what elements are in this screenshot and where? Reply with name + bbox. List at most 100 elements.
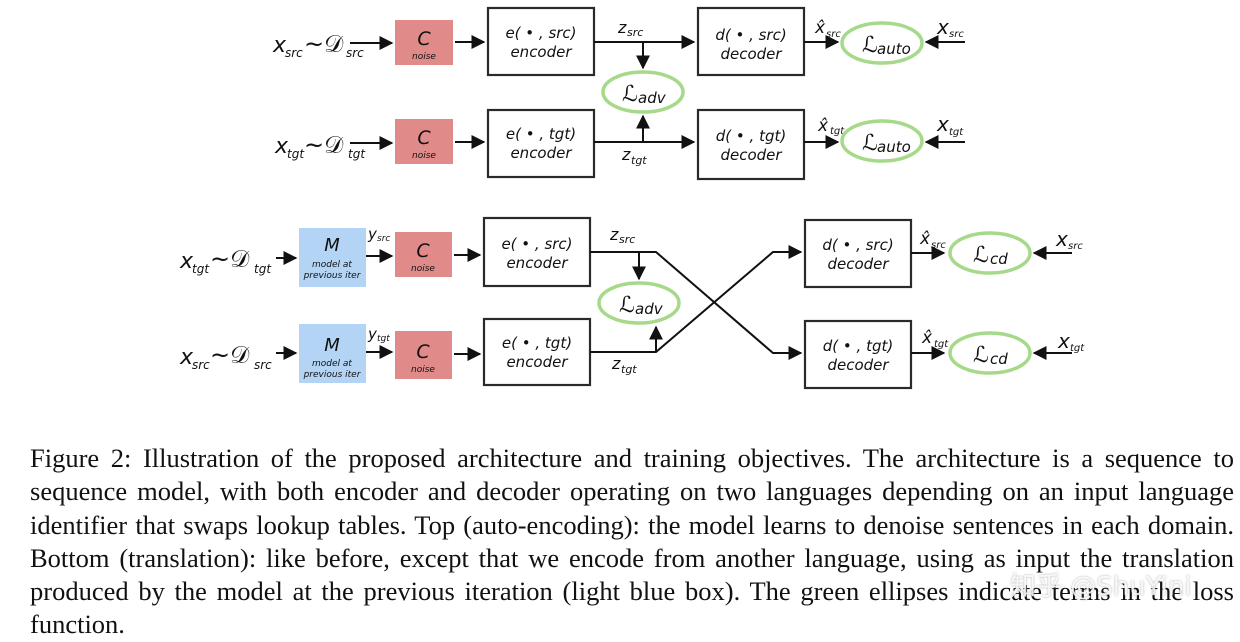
svg-text:encoder: encoder: [506, 254, 568, 272]
svg-text:encoder: encoder: [510, 144, 572, 162]
svg-text:y: y: [367, 325, 378, 343]
svg-text:x: x: [179, 249, 194, 274]
top-tgt-target-label: x tgt: [936, 112, 964, 138]
bottom-tgt-encoder-box: e( • , tgt) encoder: [482, 317, 592, 387]
svg-text:tgt: tgt: [830, 126, 845, 137]
svg-text:noise: noise: [412, 151, 436, 161]
bottom-tgt-noise-box: C noise: [395, 331, 452, 379]
svg-text:C: C: [417, 127, 431, 149]
svg-text:e( • , tgt): e( • , tgt): [506, 125, 576, 143]
bottom-src-input-label: x src ~𝒟 src: [179, 341, 272, 372]
svg-text:x̂: x̂: [814, 18, 826, 38]
top-tgt-decoder-box: d( • , tgt) decoder: [696, 108, 806, 181]
svg-text:tgt: tgt: [377, 334, 390, 344]
svg-text:x: x: [179, 345, 194, 370]
svg-text:cd: cd: [990, 350, 1008, 368]
svg-text:tgt: tgt: [949, 127, 964, 138]
svg-text:x: x: [274, 134, 289, 159]
svg-text:M: M: [324, 235, 340, 256]
svg-text:e( • , src): e( • , src): [501, 235, 572, 253]
svg-text:d( • , src): d( • , src): [715, 26, 786, 44]
svg-text:src: src: [377, 234, 390, 244]
svg-text:C: C: [417, 28, 431, 50]
bottom-tgt-model-box: M model at previous iter: [299, 228, 366, 287]
svg-text:~𝒟: ~𝒟: [304, 131, 344, 159]
bottom-cross-arrow-tgt-to-src-decoder: [590, 245, 803, 353]
bottom-z-tgt-label: z tgt: [611, 354, 637, 376]
svg-text:x: x: [1057, 329, 1070, 353]
bottom-src-loss-cd-ellipse: ℒ cd: [948, 231, 1032, 275]
svg-text:x: x: [936, 15, 949, 39]
svg-text:model at: model at: [312, 260, 352, 270]
watermark: 知乎 @ShuYini: [1010, 572, 1192, 602]
svg-text:tgt: tgt: [192, 262, 210, 276]
svg-text:d( • , src): d( • , src): [822, 236, 893, 254]
architecture-diagram: x src ~𝒟 src C noise e( • , src) encoder…: [179, 6, 1085, 390]
top-src-loss-auto-ellipse: ℒ auto: [840, 21, 924, 65]
svg-text:encoder: encoder: [506, 353, 568, 371]
svg-text:auto: auto: [877, 40, 911, 58]
svg-text:src: src: [346, 46, 364, 60]
svg-text:cd: cd: [990, 250, 1008, 268]
figure-caption: Figure 2: Illustration of the proposed a…: [30, 443, 1234, 640]
svg-text:z: z: [609, 225, 619, 244]
svg-text:src: src: [1068, 241, 1083, 252]
svg-text:M: M: [324, 335, 340, 356]
svg-text:d( • , tgt): d( • , tgt): [823, 337, 893, 355]
bottom-src-noise-box: C noise: [395, 232, 452, 277]
top-src-input-label: x src ~𝒟 src: [272, 30, 364, 60]
svg-text:decoder: decoder: [720, 146, 782, 164]
top-tgt-noise-box: C noise: [395, 119, 453, 164]
bottom-tgt-xhat-label: x̂ tgt: [921, 328, 949, 350]
top-tgt-input-label: x tgt ~𝒟 tgt: [274, 131, 366, 161]
top-z-tgt-label: z tgt: [621, 145, 647, 167]
svg-text:encoder: encoder: [510, 43, 572, 61]
svg-text:ℒ: ℒ: [862, 33, 878, 58]
svg-text:src: src: [627, 26, 643, 39]
svg-text:auto: auto: [877, 138, 911, 156]
svg-text:~𝒟: ~𝒟: [210, 341, 250, 369]
svg-text:e( • , src): e( • , src): [505, 24, 576, 42]
svg-text:decoder: decoder: [720, 45, 782, 63]
svg-text:z: z: [621, 145, 631, 164]
svg-text:adv: adv: [635, 300, 664, 318]
svg-text:noise: noise: [411, 365, 435, 375]
svg-text:ℒ: ℒ: [619, 293, 635, 318]
svg-text:ℒ: ℒ: [973, 243, 989, 268]
svg-text:~𝒟: ~𝒟: [210, 245, 250, 273]
svg-text:src: src: [192, 358, 210, 372]
svg-text:src: src: [949, 29, 964, 40]
svg-text:ℒ: ℒ: [862, 131, 878, 156]
top-tgt-loss-auto-ellipse: ℒ auto: [840, 119, 924, 163]
svg-text:ℒ: ℒ: [622, 82, 638, 107]
svg-text:tgt: tgt: [621, 363, 637, 376]
svg-text:y: y: [367, 225, 378, 243]
bottom-src-encoder-box: e( • , src) encoder: [482, 216, 592, 288]
svg-text:x: x: [272, 33, 287, 58]
svg-text:tgt: tgt: [254, 262, 272, 276]
svg-text:tgt: tgt: [348, 147, 366, 161]
svg-text:src: src: [931, 240, 946, 251]
bottom-z-src-label: z src: [609, 225, 635, 246]
svg-text:z: z: [617, 18, 627, 37]
bottom-src-model-box: M model at previous iter: [299, 324, 366, 383]
svg-text:previous iter: previous iter: [303, 370, 362, 380]
svg-text:previous iter: previous iter: [303, 271, 362, 281]
svg-text:decoder: decoder: [827, 356, 889, 374]
svg-text:src: src: [254, 358, 272, 372]
bottom-src-target-label: x src: [1055, 227, 1083, 252]
bottom-tgt-input-label: x tgt ~𝒟 tgt: [179, 245, 272, 276]
svg-text:decoder: decoder: [827, 255, 889, 273]
svg-text:C: C: [416, 341, 430, 363]
svg-text:tgt: tgt: [631, 154, 647, 167]
svg-text:ℒ: ℒ: [973, 343, 989, 368]
bottom-loss-adv-ellipse: ℒ adv: [597, 281, 681, 325]
svg-text:src: src: [285, 46, 303, 60]
bottom-y-tgt-label: y tgt: [367, 325, 390, 344]
top-tgt-encoder-box: e( • , tgt) encoder: [486, 108, 596, 179]
svg-text:adv: adv: [638, 89, 667, 107]
svg-text:x: x: [936, 112, 949, 136]
bottom-y-src-label: y src: [367, 225, 390, 244]
svg-text:x̂: x̂: [817, 116, 829, 136]
top-src-target-label: x src: [936, 15, 964, 40]
